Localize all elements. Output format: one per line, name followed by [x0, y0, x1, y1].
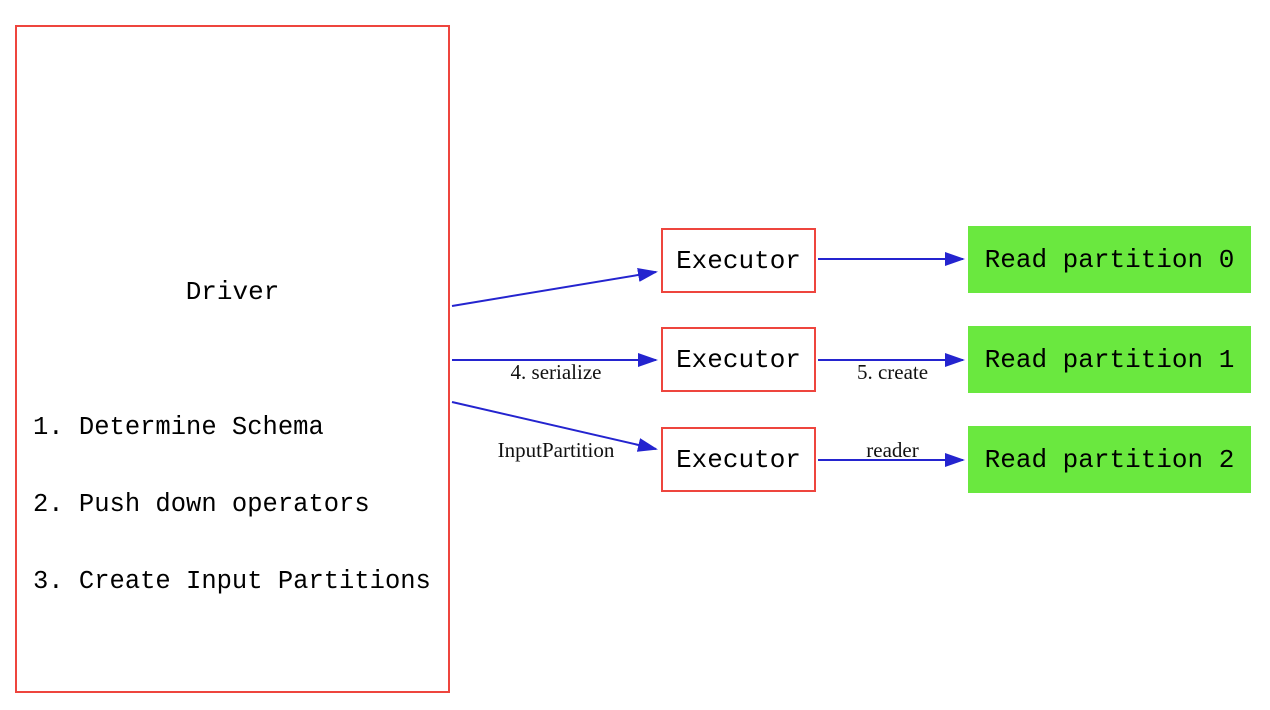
executor-box-1: Executor — [661, 228, 816, 293]
driver-step-1: 1. Determine Schema — [33, 413, 324, 443]
arrow-driver-to-executor-1 — [451, 268, 658, 307]
serialize-inputpartition-label: 4. serialize InputPartition — [460, 307, 652, 489]
read-partition-label-0: Read partition 0 — [984, 244, 1235, 275]
executor-box-3: Executor — [661, 427, 816, 492]
read-partition-box-0: Read partition 0 — [968, 226, 1251, 293]
read-partition-box-2: Read partition 2 — [968, 426, 1251, 493]
serialize-label-line2: InputPartition — [497, 438, 615, 462]
create-reader-label-line2: reader — [866, 438, 919, 462]
executor-label-1: Executor — [676, 245, 801, 276]
executor-label-2: Executor — [676, 344, 801, 375]
driver-box — [15, 25, 450, 693]
driver-steps: 1. Determine Schema 2. Push down operato… — [33, 364, 431, 620]
read-partition-box-1: Read partition 1 — [968, 326, 1251, 393]
read-partition-label-2: Read partition 2 — [984, 444, 1235, 475]
create-reader-label: 5. create reader — [815, 307, 970, 489]
driver-step-3: 3. Create Input Partitions — [33, 566, 431, 596]
driver-title: Driver — [185, 277, 280, 307]
executor-label-3: Executor — [676, 444, 801, 475]
serialize-label-line1: 4. serialize — [510, 360, 602, 384]
executor-box-2: Executor — [661, 327, 816, 392]
read-partition-label-1: Read partition 1 — [984, 344, 1235, 375]
driver-step-2: 2. Push down operators — [33, 489, 370, 519]
create-reader-label-line1: 5. create — [856, 360, 929, 384]
